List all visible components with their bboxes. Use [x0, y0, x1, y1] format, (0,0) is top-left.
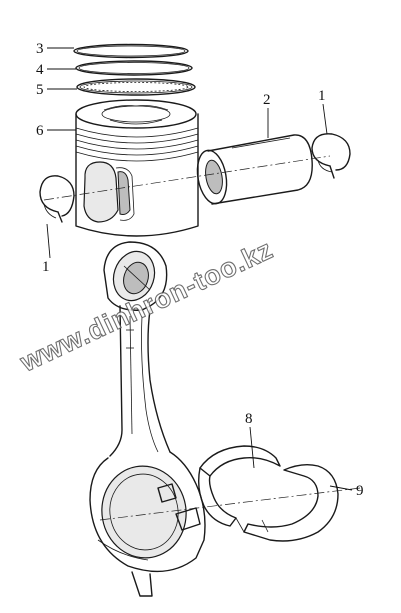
circlip-right	[311, 133, 351, 179]
piston-pin	[196, 134, 313, 205]
circlip-left	[39, 175, 75, 223]
callout-1-right: 1	[318, 88, 326, 104]
callout-3: 3	[36, 41, 44, 57]
oil-control-ring	[76, 78, 196, 96]
callout-8: 8	[245, 411, 253, 427]
pin-axis-line	[43, 155, 331, 201]
piston-ring-top	[73, 43, 189, 59]
piston-ring-middle	[75, 60, 193, 76]
callout-4: 4	[36, 62, 44, 78]
leader-lines	[46, 47, 353, 491]
callout-1-left: 1	[42, 259, 50, 275]
crank-axis-line	[99, 487, 361, 521]
piston	[75, 99, 199, 237]
callout-6: 6	[36, 123, 44, 139]
callout-5: 5	[36, 82, 44, 98]
bearing-shell-lower	[235, 463, 339, 542]
callout-9: 9	[356, 483, 364, 499]
callout-2: 2	[263, 92, 271, 108]
bearing-shell-upper	[197, 445, 281, 527]
connecting-rod	[89, 241, 206, 597]
